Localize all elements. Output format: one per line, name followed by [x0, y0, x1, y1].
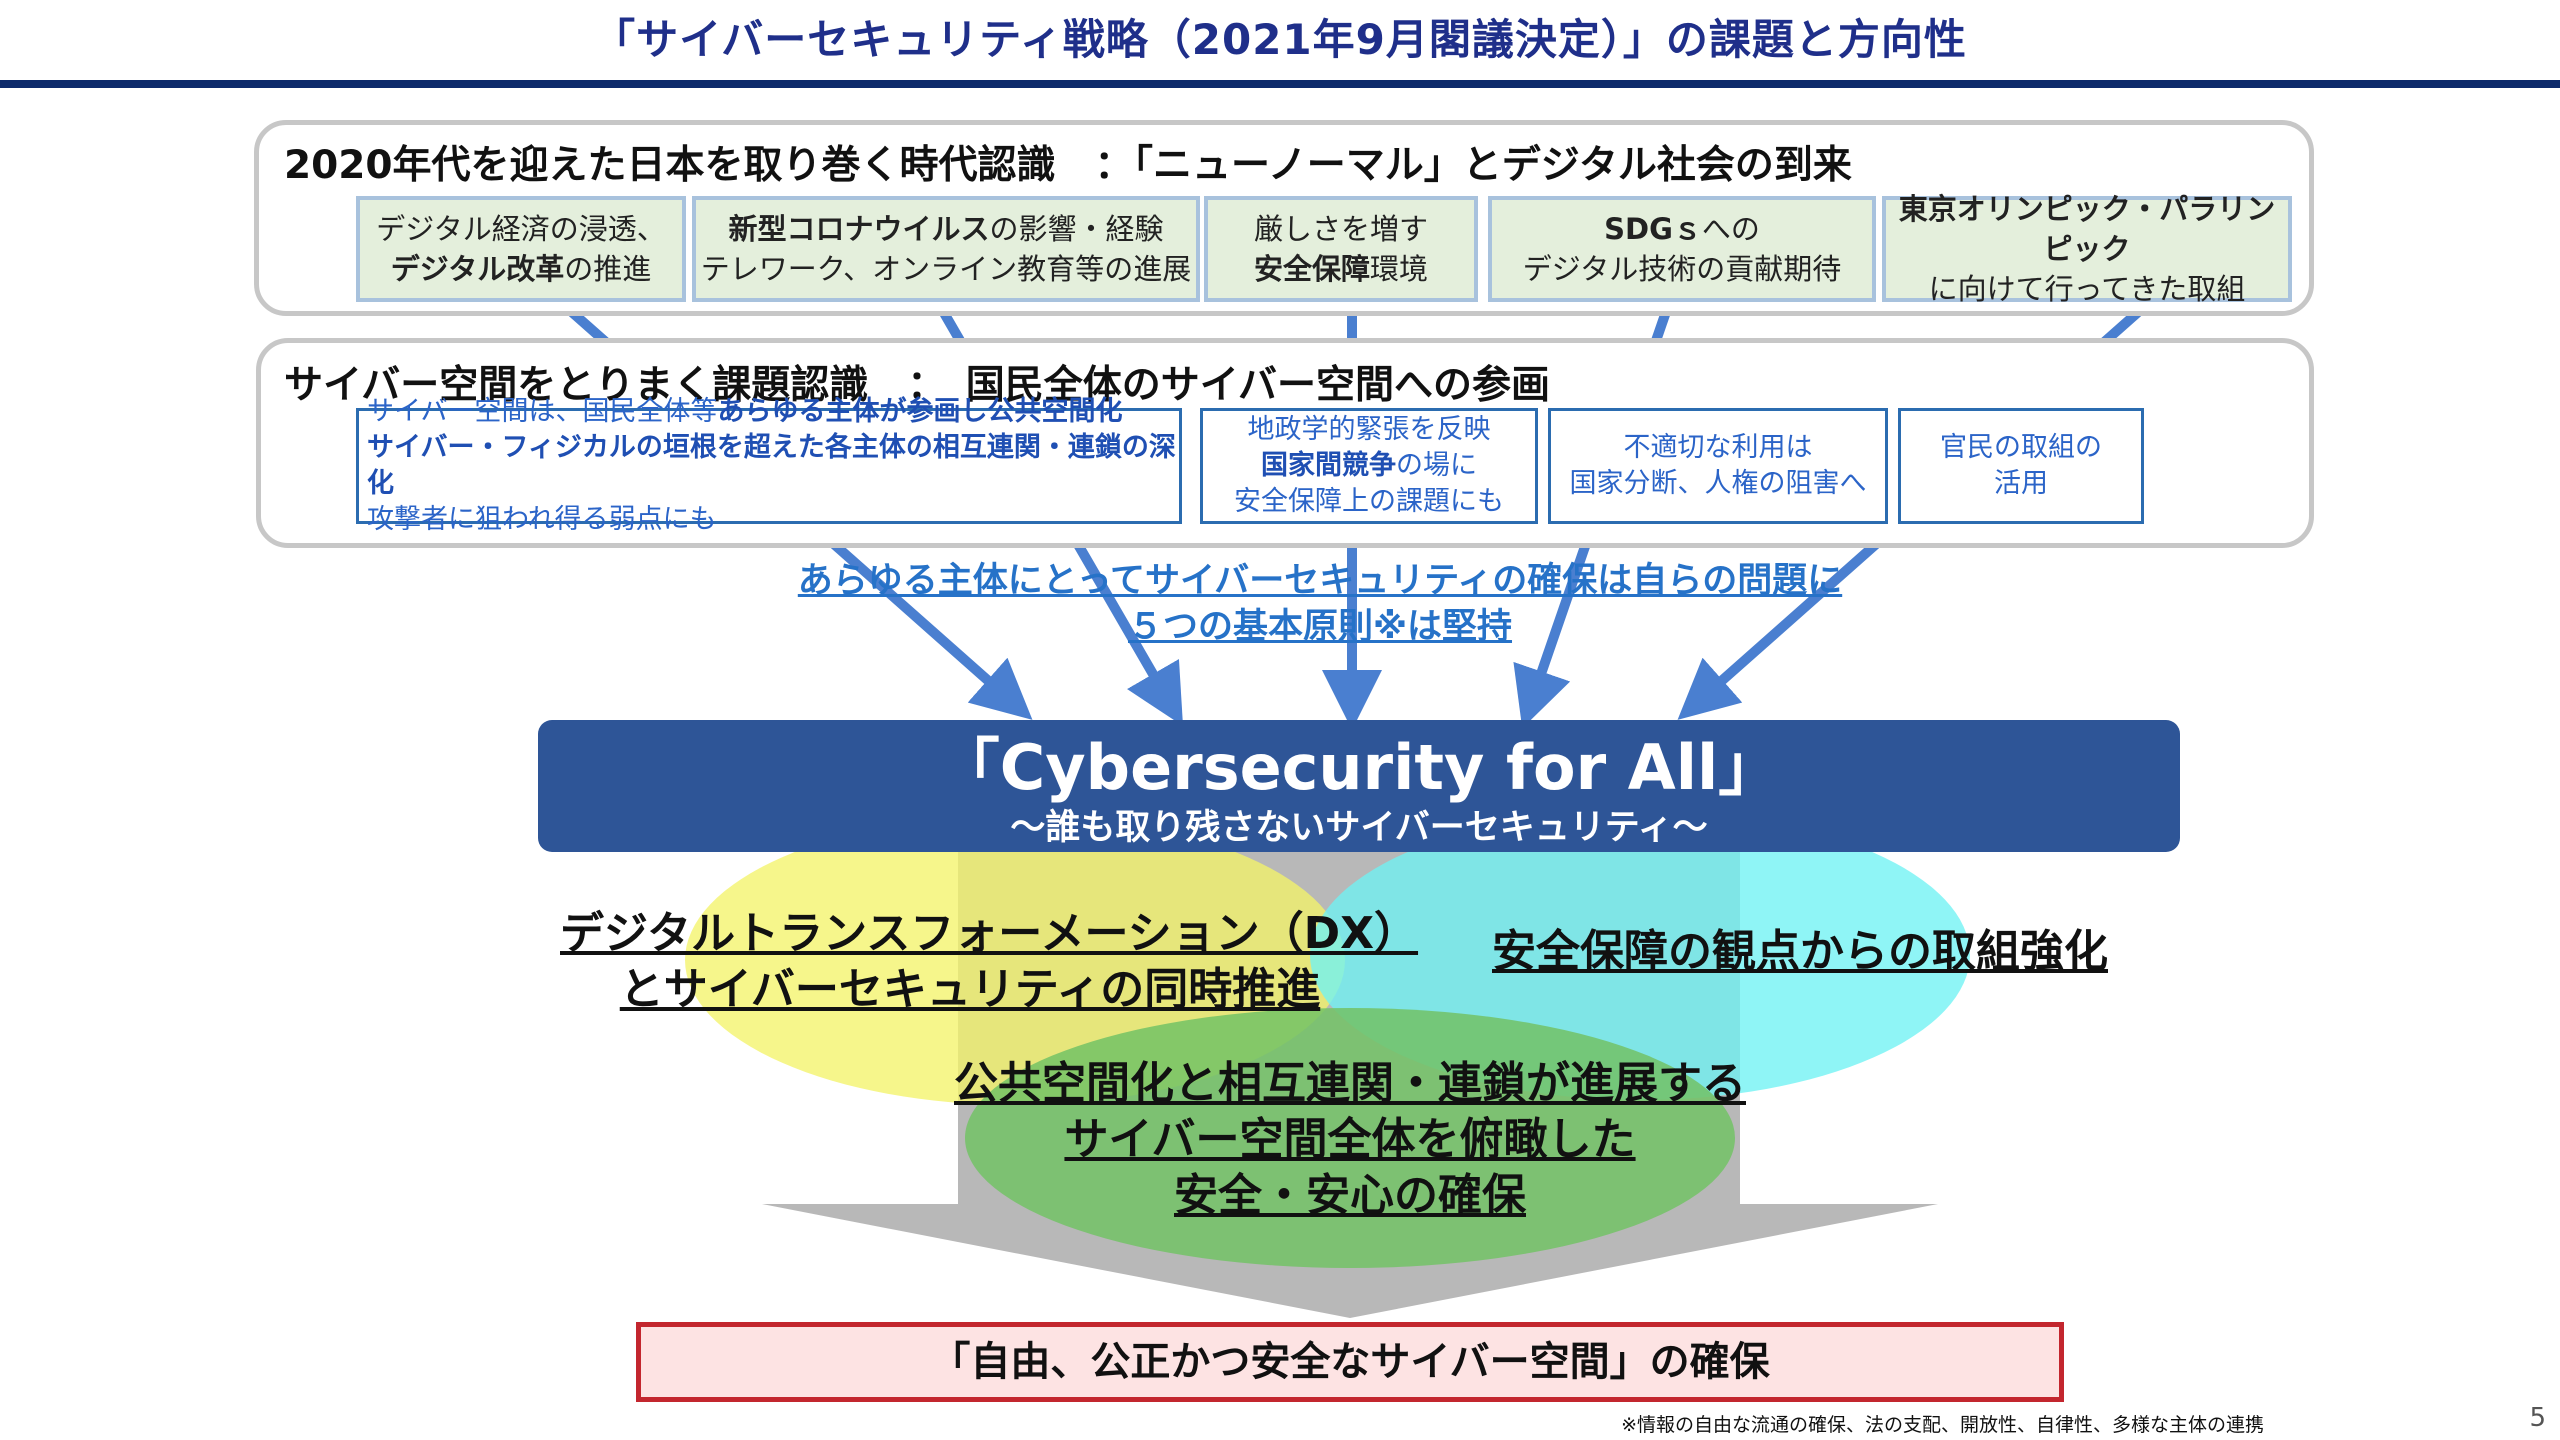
venn-bottom-text: 公共空間化と相互連関・連鎖が進展する サイバー空間全体を俯瞰した 安全・安心の確…	[954, 1058, 1746, 1221]
issue-box-geopolitics: 地政学的緊張を反映 国家間競争の場に 安全保障上の課題にも	[1200, 408, 1538, 524]
cybersecurity-for-all-banner: 「Cybersecurity for All」 ～誰も取り残さないサイバーセキュ…	[538, 720, 2180, 852]
era-item-3: 厳しさを増す 安全保障環境	[1204, 196, 1478, 302]
era-item-5: 東京オリンピック・パラリンピック に向けて行ってきた取組	[1882, 192, 2292, 306]
venn-left-text: デジタルトランスフォーメーション（DX） とサイバーセキュリティの同時推進	[560, 908, 1419, 1015]
era-item-1: デジタル経済の浸透、 デジタル改革の推進	[356, 196, 686, 302]
issue-box-public-space: サイバー空間は、国民全体等あらゆる主体が参画し公共空間化 サイバー・フィジカルの…	[356, 396, 1182, 535]
venn-right-text: 安全保障の観点からの取組強化	[1492, 926, 2108, 977]
page-number: 5	[2529, 1403, 2546, 1433]
issue-box-public-private: 官民の取組の 活用	[1898, 408, 2144, 524]
banner-title: 「Cybersecurity for All」	[937, 731, 1781, 804]
era-heading: 2020年代を迎えた日本を取り巻く時代認識 ：「ニューノーマル」とデジタル社会の…	[284, 143, 1852, 188]
banner-subtitle: ～誰も取り残さないサイバーセキュリティ～	[1010, 808, 1708, 848]
era-item-4: SDGｓへの デジタル技術の貢献期待	[1488, 196, 1876, 302]
footnote: ※情報の自由な流通の確保、法の支配、開放性、自律性、多様な主体の連携	[1621, 1414, 2264, 1436]
page-title: 「サイバーセキュリティ戦略（2021年9月閣議決定）」の課題と方向性	[593, 15, 1967, 64]
venn-green	[965, 1008, 1735, 1268]
principle-line-2: ５つの基本原則※は堅持	[1127, 607, 1513, 647]
issue-box-misuse: 不適切な利用は 国家分断、人権の阻害へ	[1548, 408, 1888, 524]
goal-box: 「自由、公正かつ安全なサイバー空間」の確保	[636, 1322, 2064, 1402]
principle-line-1: あらゆる主体にとってサイバーセキュリティの確保は自らの問題に	[797, 561, 1843, 601]
issues-heading: サイバー空間をとりまく課題認識 ： 国民全体のサイバー空間への参画	[284, 363, 1550, 408]
title-divider	[0, 80, 2560, 88]
era-item-2: 新型コロナウイルスの影響・経験 テレワーク、オンライン教育等の進展	[692, 196, 1200, 302]
